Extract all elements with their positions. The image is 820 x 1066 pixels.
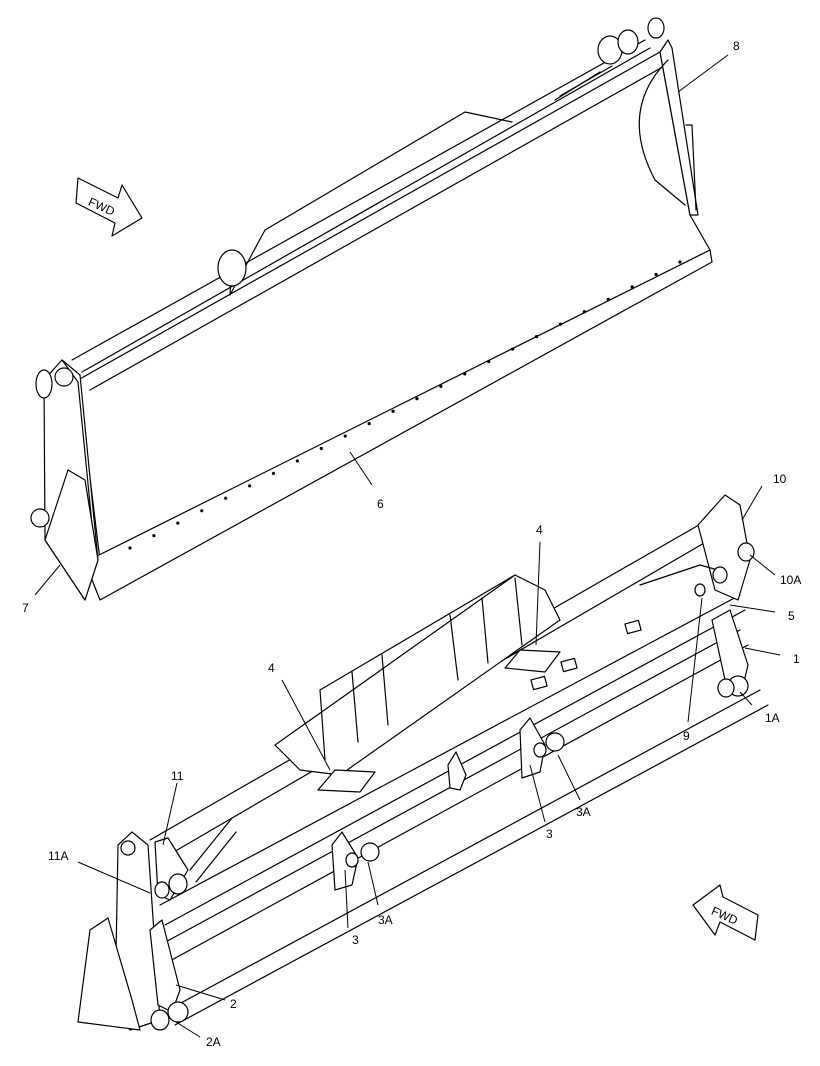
callout-7: 7 — [22, 601, 29, 615]
bolt-hole — [606, 297, 610, 301]
bolt-hole — [463, 372, 467, 376]
bolt-hole — [415, 397, 419, 401]
bolt-hole — [582, 310, 586, 314]
fwd-arrow-lower: FWD — [692, 884, 759, 941]
callout-2: 2 — [230, 997, 237, 1011]
fwd-arrow-upper: FWD — [75, 177, 143, 237]
right-link — [711, 609, 749, 691]
bolt-hole — [247, 484, 252, 488]
callout-9: 9 — [683, 729, 690, 743]
callout-11A: 11A — [48, 849, 68, 863]
bolt-hole — [343, 434, 347, 438]
frame-assembly — [77, 494, 769, 1031]
cutting-edge — [84, 249, 713, 601]
bolt-hole — [319, 446, 323, 451]
bolt-hole — [271, 471, 276, 475]
bolt-hole — [152, 533, 156, 538]
bolt-hole — [534, 335, 539, 339]
callout-1: 1 — [793, 652, 800, 666]
callout-10: 10 — [773, 472, 787, 486]
callout-3-upper: 3 — [546, 827, 553, 841]
mid-bracket-right — [519, 717, 546, 779]
right-end-plate — [659, 39, 699, 216]
callout-4-lower: 4 — [268, 661, 275, 675]
callout-3-lower: 3 — [352, 933, 359, 947]
callout-4-upper: 4 — [536, 523, 543, 537]
bolt-hole — [511, 347, 515, 351]
callout-3A-lower: 3A — [378, 913, 393, 927]
bolt-hole — [439, 384, 443, 388]
bolt-hole — [391, 409, 395, 413]
callout-1A: 1A — [765, 711, 780, 725]
wear-pad-lower — [317, 769, 376, 793]
bolt-hole — [654, 272, 658, 277]
callouts: 8 6 7 10 10A 4 4 5 1 1A 9 11 3A — [22, 39, 801, 1049]
bolt-hole — [558, 322, 563, 326]
blade-face — [77, 51, 711, 561]
bolt-hole — [295, 459, 299, 463]
blade-assembly — [30, 17, 713, 601]
callout-3A-upper: 3A — [576, 805, 591, 819]
callout-10A: 10A — [780, 573, 801, 587]
bolt-hole — [128, 546, 132, 550]
callout-5: 5 — [788, 609, 795, 623]
bolt-hole — [630, 285, 634, 289]
bolt-hole — [176, 521, 180, 525]
callout-6: 6 — [377, 497, 384, 511]
bolt-hole — [678, 260, 682, 264]
blade-top-rail — [81, 47, 651, 373]
blade-bolt-holes — [128, 260, 682, 550]
callout-2A: 2A — [206, 1035, 221, 1049]
bolt-hole — [224, 496, 228, 500]
bolt-hole — [367, 422, 371, 426]
channel-ribs — [319, 577, 523, 761]
callout-11: 11 — [171, 769, 184, 783]
bolt-hole — [200, 509, 204, 513]
wear-pad-upper — [504, 649, 561, 673]
bolt-hole — [487, 359, 491, 364]
mid-bracket-left — [331, 831, 359, 891]
callout-8: 8 — [733, 39, 740, 53]
